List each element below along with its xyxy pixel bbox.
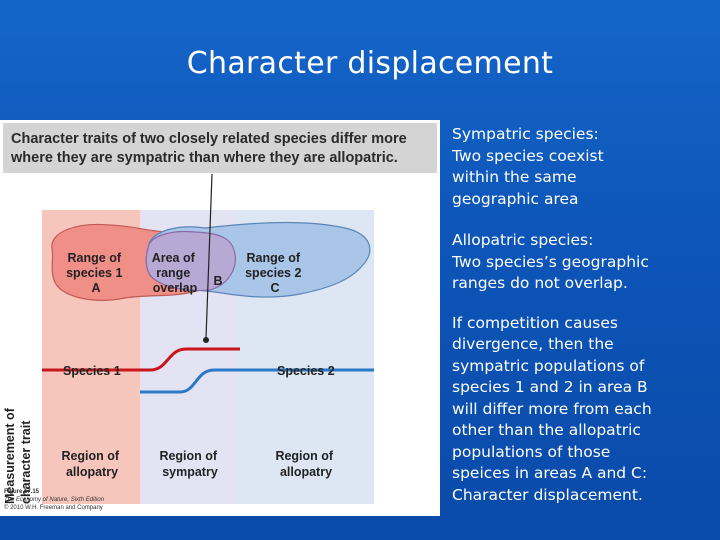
figure-header: Character traits of two closely related … (3, 123, 437, 173)
allopatric-line: Allopatric species: (452, 231, 594, 249)
slide-title: Character displacement (186, 46, 554, 81)
allopatric-line: ranges do not overlap. (452, 274, 628, 292)
figure-header-text: Character traits of two closely related … (11, 130, 437, 168)
competition-line: speices in areas A and C: (452, 464, 648, 482)
range2-line-2: species 2 (245, 266, 301, 280)
sympatric-line: Two species coexist (452, 146, 604, 165)
figure-header-line-2: where they are sympatric than where they… (11, 150, 398, 166)
region-left-line-1: Region of (61, 449, 119, 463)
range2-line-1: Range of (247, 251, 301, 265)
range1-line-1: Range of (68, 251, 122, 265)
species-1-trait-line (42, 347, 240, 372)
overlap-letter: B (213, 274, 222, 288)
overlap-label: Area of range overlap (152, 251, 199, 295)
competition-paragraph: If competition causes divergence, then t… (452, 313, 716, 507)
range1-line-3: A (91, 281, 100, 295)
caption-line-2: The Economy of Nature, Sixth Edition (4, 497, 105, 503)
range1-line-2: species 1 (66, 266, 122, 280)
pointer-dot (203, 337, 209, 343)
range-overlap-shape (145, 230, 236, 292)
text-panel: Sympatric species: Two species coexist w… (452, 124, 716, 520)
competition-line: If competition causes (452, 313, 618, 332)
overlap-line-1: Area of (152, 251, 196, 265)
sympatric-line: geographic area (452, 189, 579, 208)
y-axis-label: Measurement of character trait (3, 405, 33, 504)
allopatric-paragraph: Allopatric species: Two species’s geogra… (452, 230, 716, 295)
species-2-trait-line (140, 368, 374, 394)
competition-line: species 1 and 2 in area B (452, 378, 648, 396)
y-axis-line-1: Measurement of (3, 407, 17, 504)
competition-line: sympatric populations of (452, 356, 645, 375)
range-species-1-label: Range of species 1 A (66, 251, 126, 295)
pointer-line (205, 173, 213, 339)
figure-illustration: Range of species 1 A Area of range overl… (3, 173, 374, 504)
region-middle-line-1: Region of (159, 449, 217, 463)
region-left-label: Region of allopatry (61, 449, 122, 479)
competition-line: will differ more from each (452, 399, 652, 418)
competition-line: divergence, then the (452, 335, 614, 353)
sympatric-line: within the same (452, 168, 577, 186)
region-right-label: Region of allopatry (275, 449, 336, 479)
figure-caption: Figure 17.15 The Economy of Nature, Sixt… (4, 488, 204, 512)
sympatric-paragraph: Sympatric species: Two species coexist w… (452, 124, 716, 210)
figure-header-line-1: Character traits of two closely related … (11, 131, 407, 147)
competition-line: populations of those (452, 442, 611, 461)
region-right-line-2: allopatry (280, 465, 332, 479)
competition-line: other than the allopatric (452, 421, 641, 439)
region-right-line-1: Region of (275, 449, 333, 463)
region-left-line-2: allopatry (66, 465, 118, 479)
allopatric-line: Two species’s geographic (452, 252, 649, 271)
region-middle-label: Region of sympatry (159, 449, 220, 479)
species-1-label: Species 1 (63, 364, 121, 378)
range-species-2-label: Range of species 2 C (245, 251, 305, 295)
overlap-line-2: range (156, 266, 190, 280)
sympatric-line: Sympatric species: (452, 125, 599, 143)
range2-line-3: C (270, 281, 279, 295)
competition-line: Character displacement. (452, 485, 643, 504)
character-displacement-figure: Range of species 1 A Area of range overl… (0, 120, 440, 516)
overlap-line-3: overlap (153, 281, 198, 295)
species-2-label: Species 2 (277, 364, 335, 378)
y-axis-line-2: character trait (19, 420, 33, 504)
caption-line-3: © 2010 W.H. Freeman and Company (4, 505, 103, 511)
region-middle-line-2: sympatry (162, 465, 218, 479)
caption-line-1: Figure 17.15 (4, 489, 40, 495)
